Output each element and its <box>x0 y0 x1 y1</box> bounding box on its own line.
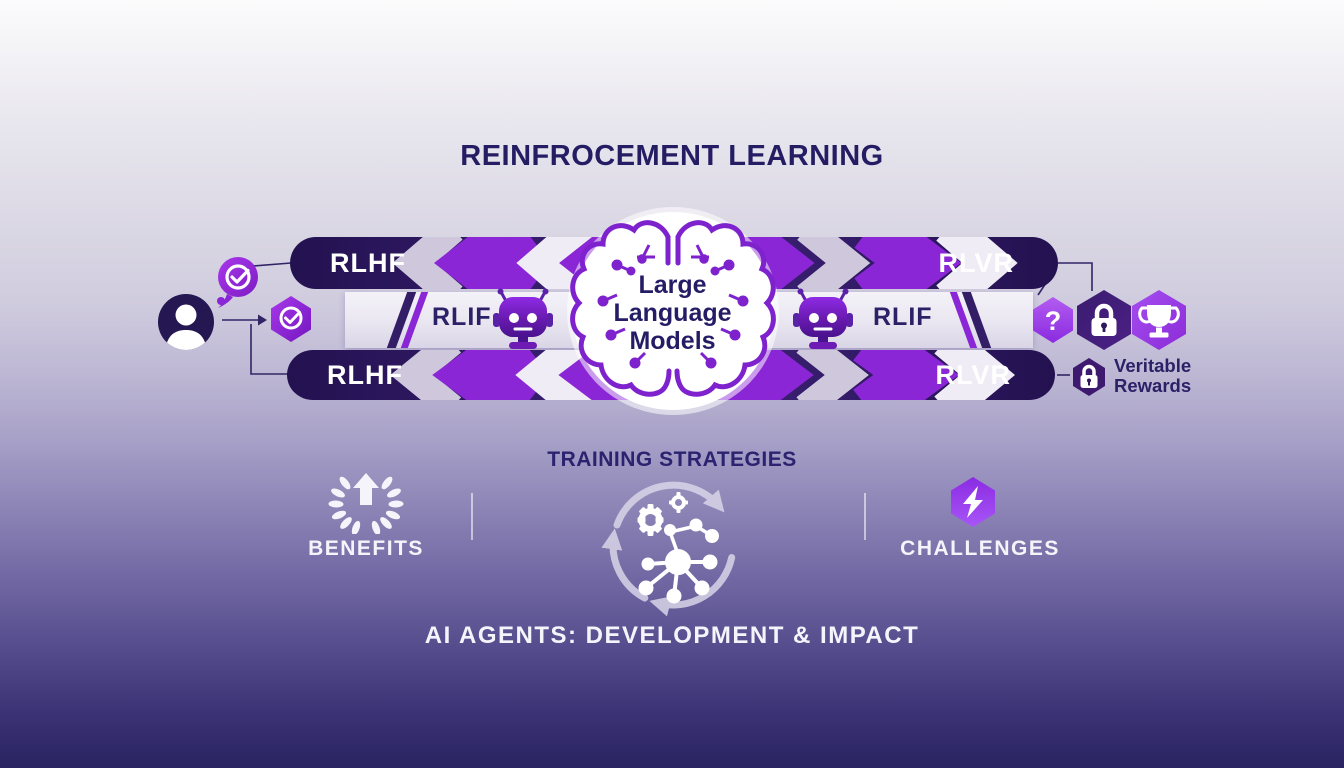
benefits-label: BENEFITS <box>308 537 424 560</box>
divider-left <box>471 493 473 540</box>
challenges-label: CHALLENGES <box>900 537 1060 560</box>
rlhf-bottom-label: RLHF <box>327 359 403 390</box>
training-strategies-heading: TRAINING STRATEGIES <box>547 448 797 471</box>
rewards-line1: Veritable <box>1114 355 1192 376</box>
rlvr-top-label: RLVR <box>938 247 1014 278</box>
llm-line3: Models <box>629 327 716 355</box>
llm-line1: Large <box>638 271 707 299</box>
question-glyph: ? <box>1045 306 1062 336</box>
shield-check-hexagon-icon <box>269 295 313 343</box>
lightning-hexagon-icon <box>949 476 997 528</box>
page-title: REINFROCEMENT LEARNING <box>460 140 884 172</box>
llm-line2: Language <box>613 299 732 327</box>
rlif-left-label: RLIF <box>432 303 492 331</box>
question-hexagon-icon: ? <box>1031 296 1075 344</box>
footer-heading: AI AGENTS: DEVELOPMENT & IMPACT <box>424 622 920 649</box>
arrow-head <box>258 314 267 326</box>
brain-circuit-icon: Large Language Models <box>565 205 780 417</box>
laurel-arrow-icon <box>326 468 406 536</box>
llm-label: Large Language Models <box>565 271 780 355</box>
rlif-right-label: RLIF <box>873 303 933 331</box>
rlvr-bottom-label: RLVR <box>935 359 1011 390</box>
divider-right <box>864 493 866 540</box>
thought-bubble-check-icon <box>209 252 267 314</box>
trophy-hexagon-icon <box>1130 289 1188 351</box>
lock-hexagon-icon <box>1075 289 1133 351</box>
robot-right-icon <box>792 287 854 351</box>
user-avatar-icon <box>157 293 215 351</box>
veritable-rewards-label: Veritable Rewards <box>1114 356 1191 396</box>
robot-left-icon <box>492 287 554 351</box>
rlhf-top-label: RLHF <box>330 247 406 278</box>
rewards-line2: Rewards <box>1114 375 1192 396</box>
cycle-gears-network-icon <box>598 470 748 620</box>
small-lock-hexagon-icon <box>1071 357 1107 397</box>
